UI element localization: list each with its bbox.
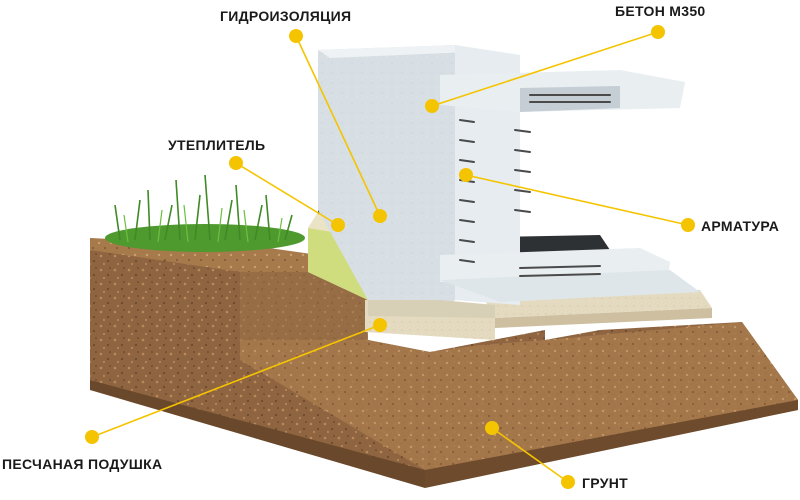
marker-insulation (331, 218, 345, 232)
concrete-structure (318, 45, 700, 318)
soil-block (90, 238, 798, 488)
marker-rebar-label (681, 218, 695, 232)
marker-concrete (425, 99, 439, 113)
marker-waterproofing-top (289, 29, 303, 43)
label-concrete: БЕТОН М350 (615, 3, 706, 19)
label-waterproofing: ГИДРОИЗОЛЯЦИЯ (220, 8, 352, 24)
label-insulation: УТЕПЛИТЕЛЬ (168, 137, 266, 153)
marker-sand-label (85, 430, 99, 444)
label-soil: ГРУНТ (582, 475, 628, 491)
rebar (459, 94, 611, 277)
leader-lines (91, 31, 689, 483)
marker-waterproofing (373, 209, 387, 223)
grass-patch (105, 174, 305, 252)
marker-soil-label (561, 475, 575, 489)
label-sand-cushion: ПЕСЧАНАЯ ПОДУШКА (2, 456, 163, 472)
marker-sand (373, 318, 387, 332)
markers (85, 25, 695, 489)
marker-rebar (459, 168, 473, 182)
marker-concrete-top (651, 25, 665, 39)
marker-insulation-top (229, 156, 243, 170)
marker-soil (485, 421, 499, 435)
label-rebar: АРМАТУРА (701, 218, 780, 234)
